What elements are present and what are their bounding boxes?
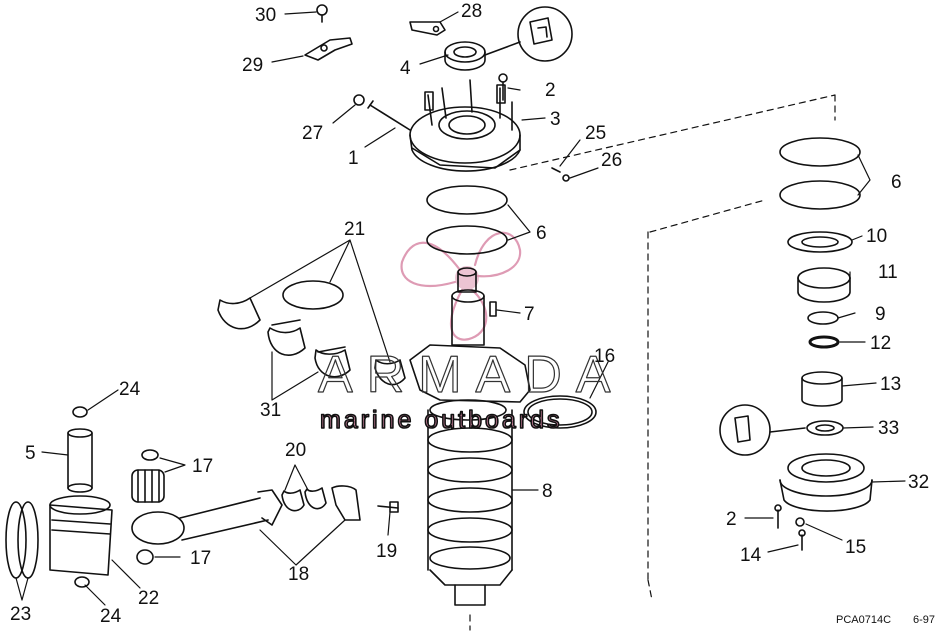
retaining-ring-16 bbox=[523, 395, 597, 429]
label-6-right: 6 bbox=[891, 172, 902, 193]
figure-code: PCA0714C bbox=[836, 614, 891, 626]
callout-circle-top bbox=[484, 6, 573, 62]
watermark-propeller bbox=[400, 231, 522, 341]
screw-19 bbox=[377, 501, 399, 513]
label-13: 13 bbox=[880, 374, 901, 395]
washer-15 bbox=[795, 517, 805, 527]
ring-9 bbox=[807, 311, 839, 325]
cover-10 bbox=[787, 231, 853, 253]
label-27: 27 bbox=[302, 123, 323, 144]
label-33: 33 bbox=[878, 418, 899, 439]
plate-28 bbox=[409, 21, 446, 36]
clip-29 bbox=[304, 37, 353, 61]
screw-2-top bbox=[498, 73, 508, 101]
watermark-tagline: marine outboards bbox=[320, 406, 563, 434]
label-11: 11 bbox=[878, 262, 898, 283]
label-4: 4 bbox=[400, 58, 411, 79]
piston-22 bbox=[49, 495, 113, 576]
o-rings-6-center bbox=[426, 185, 508, 255]
piston-rings-23 bbox=[5, 501, 39, 579]
label-32: 32 bbox=[908, 472, 929, 493]
label-21: 21 bbox=[344, 219, 365, 240]
label-23: 23 bbox=[10, 604, 31, 625]
seal-33 bbox=[806, 420, 844, 436]
bolt-30 bbox=[316, 4, 328, 23]
part-labels: 30 29 28 4 2 3 27 1 25 26 6 6 10 11 9 12… bbox=[10, 1, 935, 627]
label-16: 16 bbox=[594, 346, 615, 367]
needle-bearing-17-top bbox=[131, 449, 165, 503]
retainer-24-bottom bbox=[74, 576, 90, 588]
rod-bearings-20 bbox=[281, 487, 327, 512]
label-24-top: 24 bbox=[119, 379, 141, 400]
label-15: 15 bbox=[845, 537, 866, 558]
label-17-top: 17 bbox=[192, 456, 213, 477]
assembly-outline bbox=[469, 94, 836, 631]
crankshaft-8 bbox=[409, 267, 531, 606]
needle-bearing-17-bottom bbox=[136, 549, 154, 565]
bolt-1 bbox=[367, 100, 411, 131]
callout-circle-right bbox=[719, 404, 806, 456]
label-5: 5 bbox=[25, 443, 36, 464]
label-10: 10 bbox=[866, 226, 887, 247]
label-30: 30 bbox=[255, 5, 276, 26]
label-25: 25 bbox=[585, 123, 606, 144]
bearing-13 bbox=[801, 371, 843, 407]
plug-27 bbox=[353, 94, 365, 106]
label-17-bottom: 17 bbox=[190, 548, 211, 569]
rod-cap-18 bbox=[331, 485, 361, 521]
seal-11 bbox=[797, 267, 851, 303]
connecting-rod-18 bbox=[131, 489, 283, 545]
label-2-bottom: 2 bbox=[726, 509, 737, 530]
label-9: 9 bbox=[875, 304, 886, 325]
leader-lines bbox=[15, 11, 906, 606]
label-14: 14 bbox=[740, 545, 762, 566]
label-24-bottom: 24 bbox=[100, 606, 122, 627]
label-12: 12 bbox=[870, 333, 891, 354]
nut-26 bbox=[562, 174, 570, 182]
label-26: 26 bbox=[601, 150, 622, 171]
label-19: 19 bbox=[376, 541, 397, 562]
seal-4 bbox=[444, 41, 486, 71]
upper-bearing-housing-3 bbox=[409, 79, 521, 172]
label-29: 29 bbox=[242, 55, 263, 76]
label-6-center: 6 bbox=[536, 223, 547, 244]
pin-7 bbox=[489, 301, 497, 317]
label-2-top: 2 bbox=[545, 80, 556, 101]
label-3: 3 bbox=[550, 109, 561, 130]
label-1: 1 bbox=[348, 148, 359, 169]
watermark-brand: ARMADA bbox=[318, 346, 624, 404]
label-20: 20 bbox=[285, 440, 306, 461]
label-18: 18 bbox=[288, 564, 309, 585]
label-7: 7 bbox=[524, 304, 535, 325]
pin-25 bbox=[551, 167, 561, 173]
label-28: 28 bbox=[461, 1, 482, 22]
screw-2-bottom bbox=[774, 504, 782, 529]
piston-pin-5 bbox=[67, 428, 93, 493]
screw-14 bbox=[798, 529, 806, 551]
o-ring-12 bbox=[808, 335, 840, 349]
label-31: 31 bbox=[260, 400, 281, 421]
label-8: 8 bbox=[542, 481, 553, 502]
o-rings-6-right bbox=[779, 137, 861, 210]
retainer-24-top bbox=[72, 406, 88, 418]
label-22: 22 bbox=[138, 588, 159, 609]
figure-date: 6-97 bbox=[913, 614, 935, 626]
lower-bearing-housing-32 bbox=[779, 453, 873, 512]
bearing-cages-31 bbox=[267, 319, 351, 378]
